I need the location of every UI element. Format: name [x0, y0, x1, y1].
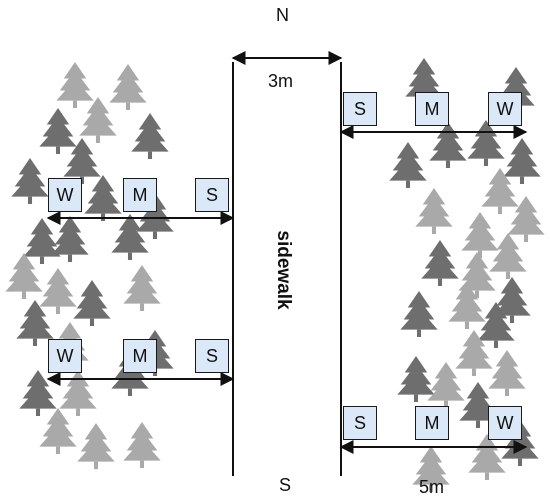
tree-icon: [63, 138, 101, 184]
tree-icon: [11, 158, 49, 204]
tree-icon: [39, 408, 77, 454]
tree-icon: [493, 277, 531, 323]
tree-icon: [481, 168, 519, 214]
tree-icon: [488, 350, 526, 396]
tree-icon: [39, 108, 77, 154]
tree-icon: [415, 188, 453, 234]
tree-icon: [123, 265, 161, 311]
tree-icon: [39, 268, 77, 314]
tree-icon: [109, 64, 147, 110]
tree-icon: [507, 196, 545, 242]
tree-icon: [448, 283, 486, 329]
south-label: S: [279, 475, 292, 495]
left-top-box-2: M: [123, 178, 157, 212]
tree-icon: [455, 330, 493, 376]
plot-length-label: 5m: [419, 477, 445, 497]
tree-icon: [77, 423, 115, 469]
tree-icon: [56, 62, 94, 108]
tree-icon: [79, 97, 117, 143]
left-bottom-box-1: W: [48, 339, 82, 373]
left-bottom-box-2: M: [123, 339, 157, 373]
right-top-box-1: S: [343, 92, 377, 126]
tree-icon: [400, 291, 438, 337]
tree-icon: [5, 253, 43, 299]
right-top-box-3: W: [488, 92, 522, 126]
sidewalk-label: sidewalk: [273, 230, 294, 310]
tree-icon: [489, 233, 527, 279]
right-bottom-box-3: W: [488, 406, 522, 440]
tree-icon: [23, 218, 61, 264]
left-bottom-box-3: S: [195, 339, 229, 373]
tree-icon: [73, 280, 111, 326]
tree-icon: [397, 356, 435, 402]
left-top-box-3: S: [195, 178, 229, 212]
tree-icon: [477, 302, 515, 348]
sidewalk-width-label: 3m: [268, 71, 294, 91]
tree-icon: [427, 362, 465, 408]
tree-icon: [461, 212, 499, 258]
tree-icon: [421, 240, 459, 286]
tree-icon: [123, 422, 161, 468]
tree-icon: [459, 382, 497, 428]
right-bottom-box-1: S: [343, 406, 377, 440]
tree-icon: [16, 300, 54, 346]
tree-icon: [19, 370, 57, 416]
tree-icon: [412, 446, 450, 492]
left-top-box-1: W: [48, 178, 82, 212]
north-label: N: [276, 5, 289, 25]
right-top-box-2: M: [415, 92, 449, 126]
right-bottom-box-2: M: [415, 406, 449, 440]
tree-icon: [131, 113, 169, 159]
tree-icon: [503, 138, 541, 184]
tree-icon: [389, 142, 427, 188]
